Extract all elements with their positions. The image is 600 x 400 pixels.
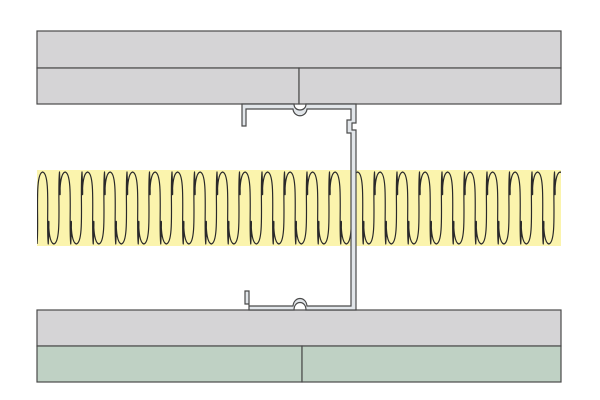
bottom-board-outer-left — [36, 345, 303, 383]
steel-c-stud — [241, 103, 357, 311]
bottom-board-outer-right — [301, 345, 562, 383]
insulation-fill — [37, 170, 561, 246]
top-board-inner-left — [36, 67, 300, 105]
insulation-layer — [37, 170, 561, 246]
insulation-wave-pattern — [37, 171, 561, 245]
top-board-inner-right — [298, 67, 562, 105]
bottom-board-inner — [36, 309, 562, 347]
top-board-outer — [36, 30, 562, 69]
